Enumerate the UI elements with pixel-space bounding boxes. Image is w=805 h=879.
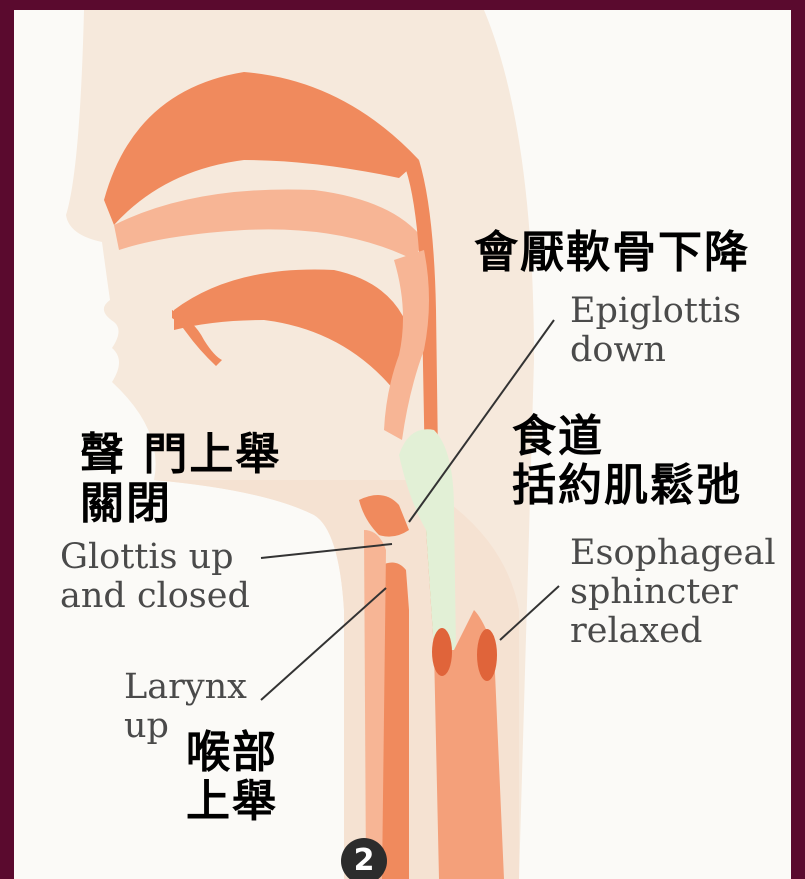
glottis-label-en: Glottis up and closed [60, 538, 250, 616]
step-number-badge: 2 [341, 838, 387, 879]
diagram-frame: 會厭軟骨下降 Epiglottis down 食道 括約肌鬆弛 Esophage… [14, 10, 791, 879]
esophagus-label-en: Esophageal sphincter relaxed [570, 534, 776, 652]
esophagus-label-zh: 食道 括約肌鬆弛 [512, 412, 742, 511]
sphincter-left [432, 628, 452, 676]
sphincter-right [477, 629, 497, 681]
glottis-label-zh: 聲 門上舉 關閉 [80, 430, 281, 529]
epiglottis-label-zh: 會厭軟骨下降 [474, 228, 750, 277]
larynx-label-zh: 喉部 上舉 [186, 728, 278, 827]
epiglottis-label-en: Epiglottis down [570, 292, 741, 370]
